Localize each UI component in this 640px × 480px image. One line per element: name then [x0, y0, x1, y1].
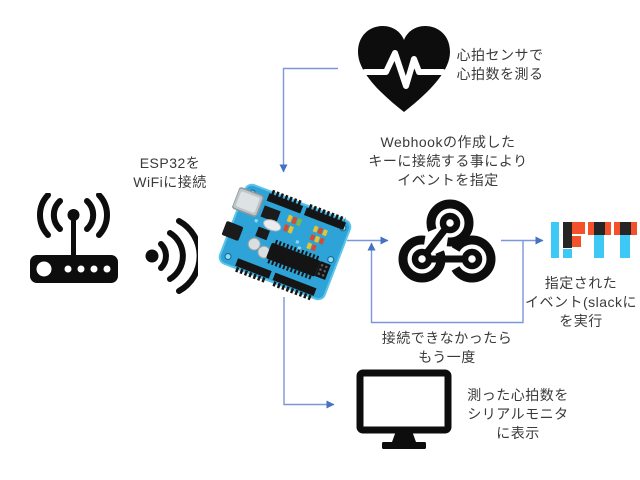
- small-chip: [260, 205, 281, 223]
- monitor-label-line1: 測った心拍数を: [467, 387, 569, 403]
- arrow-heart-to-board: [279, 67, 338, 173]
- ifttt-label-line3: を実行: [559, 313, 603, 329]
- retry-label-line2: もう一度: [418, 349, 476, 365]
- monitor-stand: [392, 431, 416, 442]
- heartbeat-heart-icon: [358, 26, 450, 112]
- monitor-label: 測った心拍数を シリアルモニタ に表示: [448, 386, 588, 443]
- pin-header: [266, 193, 304, 214]
- ifttt-letter-i: [551, 222, 559, 258]
- pulse-line: [362, 50, 446, 89]
- webhook-icon: [398, 199, 496, 283]
- wifi-signal-icon: [145, 218, 198, 294]
- ifttt-logo: [551, 222, 638, 258]
- heart-label-line2: 心拍数を測る: [456, 66, 544, 82]
- small-chip: [255, 226, 270, 241]
- router-antenna: [71, 219, 76, 259]
- pin-header: [235, 258, 272, 279]
- esp32-label-line1: ESP32を: [139, 155, 201, 171]
- router-arc-inner-left: [50, 198, 63, 232]
- router-body: [30, 255, 118, 283]
- webhook-label: Webhookの作成した キーに接続する事により イベントを指定: [368, 133, 528, 190]
- webhook-label-line1: Webhookの作成した: [380, 134, 516, 150]
- ifttt-letter-f: [563, 222, 572, 248]
- router-arc-outer-left: [37, 193, 51, 238]
- crystal: [263, 219, 282, 232]
- retry-label-line1: 接続できなかったら: [381, 330, 513, 346]
- wifi-router-icon: [30, 193, 118, 283]
- pin-header: [272, 272, 317, 296]
- monitor-base: [382, 442, 426, 449]
- esp32-label: ESP32を WiFiに接続: [108, 154, 232, 192]
- arrow-board-to-monitor: [283, 297, 335, 409]
- monitor-label-line2: シリアルモニタ: [467, 406, 569, 422]
- webhook-label-line3: イベントを指定: [397, 172, 499, 188]
- router-antenna-tip: [67, 209, 80, 221]
- router-arc-inner-right: [84, 198, 97, 232]
- arrow-retry-loop: [367, 241, 524, 324]
- router-arc-outer-right: [96, 193, 110, 238]
- heart-label-line1: 心拍センサで: [456, 47, 544, 63]
- retry-label: 接続できなかったら もう一度: [377, 329, 517, 367]
- heart-label: 心拍センサで 心拍数を測る: [432, 46, 568, 84]
- pin-header: [303, 207, 347, 231]
- arduino-board-icon: [210, 176, 359, 308]
- ifttt-label-line2: イベント(slackに: [524, 294, 638, 310]
- ifttt-label-line1: 指定された: [544, 275, 618, 291]
- serial-monitor-icon: [356, 369, 452, 449]
- icsp-header: [314, 261, 331, 280]
- ifttt-label: 指定された イベント(slackに を実行: [520, 274, 640, 331]
- webhook-label-line2: キーに接続する事により: [368, 153, 528, 169]
- esp32-label-line2: WiFiに接続: [133, 174, 207, 190]
- power-jack: [221, 221, 243, 241]
- capacitor: [247, 237, 261, 251]
- monitor-screen: [356, 369, 452, 434]
- mcu-chip: [266, 242, 320, 277]
- monitor-label-line3: に表示: [496, 425, 540, 441]
